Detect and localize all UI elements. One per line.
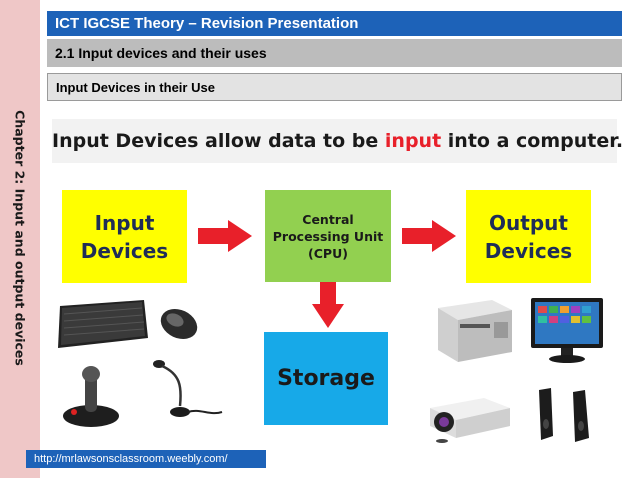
presentation-title: ICT IGCSE Theory – Revision Presentation bbox=[47, 11, 622, 36]
cpu-box: Central Processing Unit (CPU) bbox=[265, 190, 391, 282]
headline-before: Input Devices allow data to be bbox=[52, 130, 385, 152]
headline: Input Devices allow data to be input int… bbox=[52, 119, 623, 163]
chapter-label: Chapter 2: Input and output devices bbox=[12, 110, 28, 366]
cpu-box-line1: Central bbox=[302, 211, 354, 227]
input-box-line1: Input bbox=[94, 210, 155, 235]
arrow-cpu-to-output bbox=[402, 220, 456, 252]
arrow-cpu-to-storage bbox=[312, 282, 344, 328]
joystick-icon bbox=[63, 366, 119, 427]
headline-highlight: input bbox=[384, 130, 442, 152]
subsection-title: Input Devices in their Use bbox=[47, 73, 622, 101]
output-box-line2: Devices bbox=[484, 238, 573, 263]
section-title: 2.1 Input devices and their uses bbox=[47, 39, 622, 67]
printer-icon bbox=[438, 300, 512, 362]
headline-after: into a computer. bbox=[441, 130, 624, 152]
arrow-input-to-cpu bbox=[198, 220, 252, 252]
projector-icon bbox=[430, 398, 510, 443]
sidebar: Chapter 2: Input and output devices bbox=[0, 0, 40, 478]
keyboard-icon bbox=[58, 300, 148, 348]
input-devices-box: Input Devices bbox=[62, 190, 187, 283]
storage-label: Storage bbox=[277, 366, 375, 391]
storage-box: Storage bbox=[264, 332, 388, 425]
output-devices-box: Output Devices bbox=[466, 190, 591, 283]
cpu-box-line2: Processing Unit bbox=[272, 228, 384, 244]
monitor-icon bbox=[531, 298, 603, 363]
input-box-line2: Devices bbox=[80, 238, 169, 263]
footer-url[interactable]: http://mrlawsonsclassroom.weebly.com/ bbox=[26, 450, 266, 468]
cpu-box-line3: (CPU) bbox=[308, 245, 348, 261]
microphone-icon bbox=[153, 360, 223, 417]
output-box-line1: Output bbox=[489, 210, 568, 235]
mouse-icon bbox=[160, 308, 198, 340]
speakers-icon bbox=[539, 388, 589, 442]
